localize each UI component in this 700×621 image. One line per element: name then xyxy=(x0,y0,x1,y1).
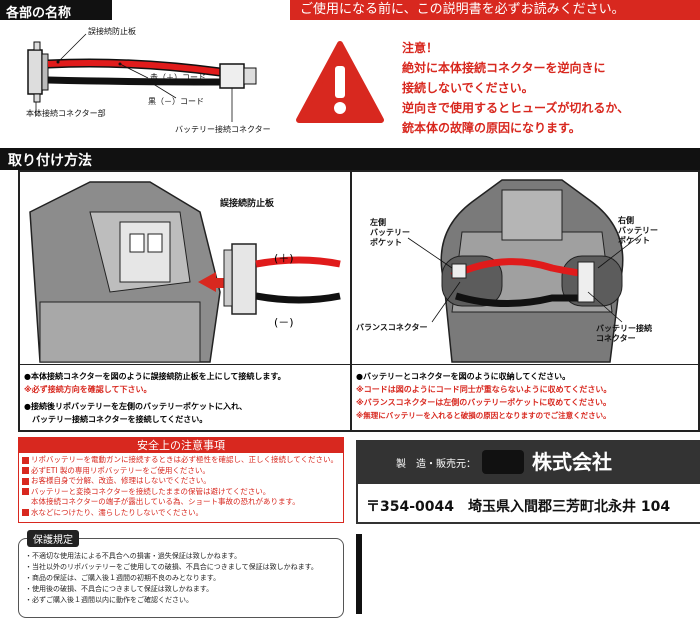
warning-line: 銃本体の故障の原因になります。 xyxy=(402,121,581,135)
address-box: 〒354-0044 埼玉県入間郡三芳町北永井 104 xyxy=(356,484,700,524)
safety-item-text: お客様自身で分解、改造、修理はしないでください。 xyxy=(31,476,211,485)
bottom-mark xyxy=(356,534,362,614)
install-section-title: 取り付け方法 xyxy=(8,153,92,169)
gun-connector-illustration xyxy=(20,172,350,364)
install-title-bar: 取り付け方法 xyxy=(0,148,700,170)
company-name: 株式会社 xyxy=(532,450,612,474)
label-left-pocket: 左側 バッテリー ポケット xyxy=(370,218,410,247)
warning-line: 絶対に本体接続コネクターを逆向きに xyxy=(402,61,606,75)
parts-diagram: 誤接続防止板 赤（＋）コード 黒（－）コード 本体接続コネクター部 バッテリー接… xyxy=(0,20,290,145)
safety-item: 必ずETI 製の専用リポバッテリーをご使用ください。 xyxy=(22,466,340,477)
label-right-battery-connector: バッテリー接続 コネクター xyxy=(596,324,652,343)
note-line: ※バランスコネクターは左側のバッテリーポケットに収めてください。 xyxy=(356,398,612,407)
warning-triangle-icon xyxy=(296,41,384,123)
safety-item: 水などにつけたり、濡らしたりしないでください。 xyxy=(22,508,340,519)
safety-item-text: 水などにつけたり、濡らしたりしないでください。 xyxy=(31,507,203,517)
parts-connector-illustration xyxy=(27,33,257,122)
note-line: ●本体接続コネクターを図のように誤接続防止板を上にして接続します。 xyxy=(24,372,286,381)
guarantee-item: ・不適切な使用法による不具合への損害・過失保証は致しかねます。 xyxy=(25,552,242,560)
warning-line: 注意！ xyxy=(402,41,439,55)
label-right-pocket: 右側 バッテリー ポケット xyxy=(618,216,658,245)
label-body-connector: 本体接続コネクター部 xyxy=(26,109,106,118)
warning-line: 接続しないでください。 xyxy=(402,81,534,95)
safety-item: バッテリーと変換コネクターを接続したままの保管は避けてください。 xyxy=(22,487,340,498)
note-line: ●バッテリーとコネクターを図のように収納してください。 xyxy=(356,372,571,381)
square-bullet-icon xyxy=(22,456,29,464)
warning-line: 逆向きで使用するとヒューズが切れるか、 xyxy=(402,101,630,115)
battery-pocket-illustration xyxy=(407,179,643,363)
minus-label: (－) xyxy=(274,316,294,329)
safety-item: リポバッテリーを電動ガンに接続するときは必ず極性を確認し、正しく接続してください… xyxy=(22,455,340,466)
guarantee-title: 保護規定 xyxy=(27,530,79,547)
safety-item-text: 本体接続コネクターの端子が露出している為、ショート事故の恐れがあります。 xyxy=(31,497,300,506)
safety-title: 安全上の注意事項 xyxy=(19,438,343,453)
note-line: ※無理にバッテリーを入れると破損の原因となりますのでご注意ください。 xyxy=(356,411,611,420)
install-label-guard: 誤接続防止板 xyxy=(220,199,275,209)
note-line: ●接続後リポバッテリーを左側のバッテリーポケットに入れ、 xyxy=(24,402,248,411)
safety-item-text: リポバッテリーを電動ガンに接続するときは必ず極性を確認し、正しく接続してください… xyxy=(31,455,339,464)
guarantee-box: 保護規定 ・不適切な使用法による不具合への損害・過失保証は致しかねます。 ・当社… xyxy=(18,530,344,618)
note-line: ※コードは図のようにコード同士が重ならないように収めてください。 xyxy=(356,385,612,394)
safety-box: 安全上の注意事項 リポバッテリーを電動ガンに接続するときは必ず極性を確認し、正し… xyxy=(18,437,344,523)
square-bullet-icon xyxy=(22,509,29,516)
square-bullet-icon xyxy=(22,488,29,495)
safety-item: 本体接続コネクターの端子が露出している為、ショート事故の恐れがあります。 xyxy=(22,497,340,508)
parts-section-title: 各部の名称 xyxy=(0,0,112,21)
warning-text: 注意！ 絶対に本体接続コネクターを逆向きに 接続しないでください。 逆向きで使用… xyxy=(402,38,697,138)
guarantee-item: ・必ずご購入後１週間以内に動作をご確認ください。 xyxy=(25,596,193,604)
guarantee-item: ・当社以外のリポバッテリーをご使用しての破損、不具合につきまして保証は致しかねま… xyxy=(25,563,318,571)
warning-icon-wrap xyxy=(295,38,385,128)
install-right-notes: ●バッテリーとコネクターを図のように収納してください。 ※コードは図のようにコー… xyxy=(356,370,696,422)
label-battery-connector: バッテリー接続コネクター xyxy=(175,125,271,134)
company-label: 製 造・販売元： xyxy=(396,459,476,470)
label-black-cord: 黒（－）コード xyxy=(148,97,204,106)
label-balance-connector: バランスコネクター xyxy=(356,323,428,332)
install-right-panel: 左側 バッテリー ポケット 右側 バッテリー ポケット バランスコネクター バッ… xyxy=(350,170,700,432)
guarantee-item: ・商品の保証は、ご購入後１週間の初期不良のみとなります。 xyxy=(25,574,221,582)
square-bullet-icon xyxy=(22,467,29,474)
divider xyxy=(20,364,350,365)
label-guard-plate: 誤接続防止板 xyxy=(88,27,136,36)
safety-item: お客様自身で分解、改造、修理はしないでください。 xyxy=(22,476,340,487)
install-left-panel: 誤接続防止板 (＋) (－) ●本体接続コネクターを図のように誤接続防止板を上に… xyxy=(18,170,352,432)
top-notice-banner: ご使用になる前に、この説明書を必ずお読みください。 xyxy=(290,0,700,20)
note-line: バッテリー接続コネクターを接続してください。 xyxy=(24,415,208,424)
redacted-logo xyxy=(482,450,524,474)
plus-label: (＋) xyxy=(274,252,294,265)
guarantee-item: ・使用後の破損、不具合につきまして保証は致しかねます。 xyxy=(25,585,214,593)
safety-item-text: バッテリーと変換コネクターを接続したままの保管は避けてください。 xyxy=(31,486,271,496)
company-address: 〒354-0044 埼玉県入間郡三芳町北永井 104 xyxy=(366,499,671,515)
note-line: ※必ず接続方向を確認して下さい。 xyxy=(24,385,152,394)
safety-item-text: 必ずETI 製の専用リポバッテリーをご使用ください。 xyxy=(31,465,210,475)
square-bullet-icon xyxy=(22,477,29,485)
label-red-cord: 赤（＋）コード xyxy=(150,73,206,82)
divider xyxy=(352,364,698,365)
install-left-notes: ●本体接続コネクターを図のように誤接続防止板を上にして接続します。 ※必ず接続方… xyxy=(24,370,348,426)
company-banner: 製 造・販売元： 株式会社 xyxy=(356,440,700,484)
